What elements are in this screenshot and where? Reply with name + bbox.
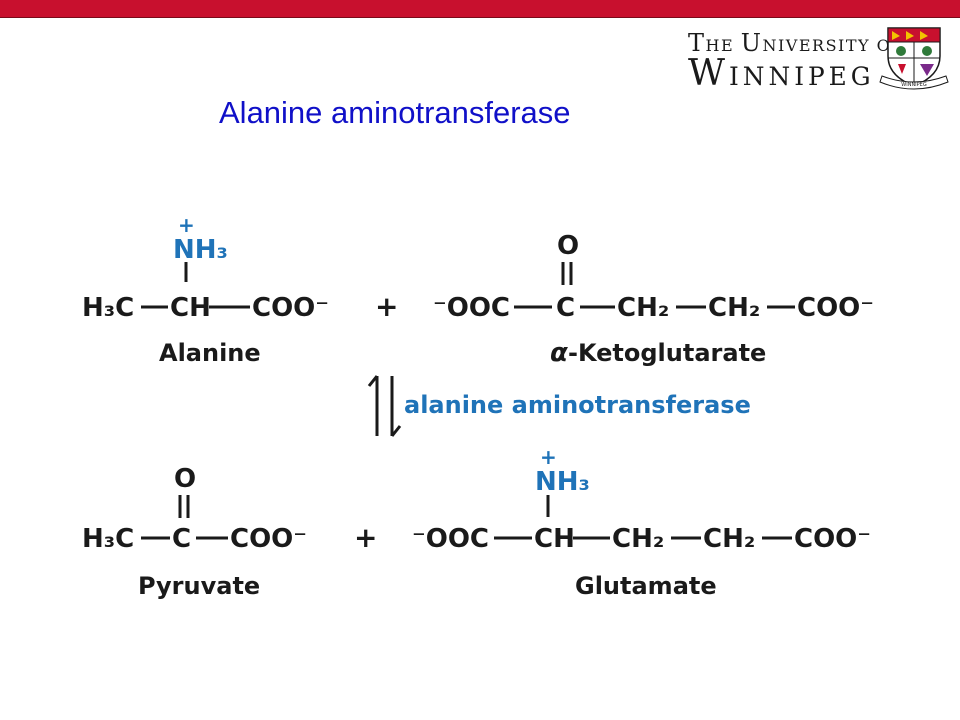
university-crest-icon: WINNIPEG: [879, 27, 949, 90]
ketoglutarate-ch2-1: CH₂: [617, 293, 669, 323]
glutamate-ooc: ⁻OOC: [412, 524, 489, 554]
alanine-coo: COO⁻: [252, 293, 329, 323]
equilibrium-arrows: [367, 375, 402, 437]
ketoglutarate-o: O: [557, 231, 579, 261]
glutamate-ch: CH: [534, 524, 575, 554]
pyruvate-coo: COO⁻: [230, 524, 307, 554]
alanine-h3c: H₃C: [82, 293, 134, 323]
pyruvate-h3c: H₃C: [82, 524, 134, 554]
alanine-ch: CH: [170, 293, 211, 323]
ketoglutarate-ooc: ⁻OOC: [433, 293, 510, 323]
logo-line-1: THE UNIVERSITY OF: [688, 29, 904, 57]
pyruvate-o: O: [174, 464, 196, 494]
glutamate-coo: COO⁻: [794, 524, 871, 554]
plus-sign-top: +: [375, 290, 398, 323]
top-accent-rule: [0, 17, 960, 18]
pyruvate-c: C: [172, 524, 191, 554]
glutamate-ch2-1: CH₂: [612, 524, 664, 554]
ketoglutarate-structure: ⁻OOC O C CH₂ CH₂ COO⁻ α -Ketoglutarate: [433, 231, 874, 368]
crest-ribbon-text: WINNIPEG: [901, 82, 927, 88]
logo-line-2: WINNIPEG: [688, 53, 875, 94]
glutamate-nh3: NH₃: [535, 467, 590, 497]
alanine-nh3: NH₃: [173, 235, 228, 265]
glutamate-structure: ⁻OOC + NH₃ CH CH₂ CH₂ COO⁻ Glutamate: [412, 445, 871, 600]
pyruvate-name: Pyruvate: [138, 572, 260, 600]
ketoglutarate-coo: COO⁻: [797, 293, 874, 323]
alanine-nh3-charge: +: [178, 213, 195, 237]
plus-sign-bottom: +: [354, 521, 377, 554]
pyruvate-structure: O H₃C C COO⁻ Pyruvate: [82, 464, 307, 600]
glutamate-nh3-charge: +: [540, 445, 557, 469]
top-accent-bar: [0, 0, 960, 17]
slide-title: Alanine aminotransferase: [219, 95, 571, 130]
alanine-structure: + NH₃ H₃C CH COO⁻ Alanine: [82, 213, 329, 367]
university-logo: THE UNIVERSITY OF WINNIPEG WINNIPEG: [688, 27, 950, 108]
glutamate-name: Glutamate: [575, 572, 717, 600]
reaction-diagram: + NH₃ H₃C CH COO⁻ Alanine + ⁻OOC O C CH₂…: [82, 213, 874, 600]
ketoglutarate-name: -Ketoglutarate: [568, 339, 766, 367]
alanine-name: Alanine: [159, 339, 261, 367]
enzyme-label: alanine aminotransferase: [404, 391, 751, 419]
ketoglutarate-c: C: [556, 293, 575, 323]
ketoglutarate-ch2-2: CH₂: [708, 293, 760, 323]
glutamate-ch2-2: CH₂: [703, 524, 755, 554]
ketoglutarate-alpha: α: [550, 338, 568, 368]
